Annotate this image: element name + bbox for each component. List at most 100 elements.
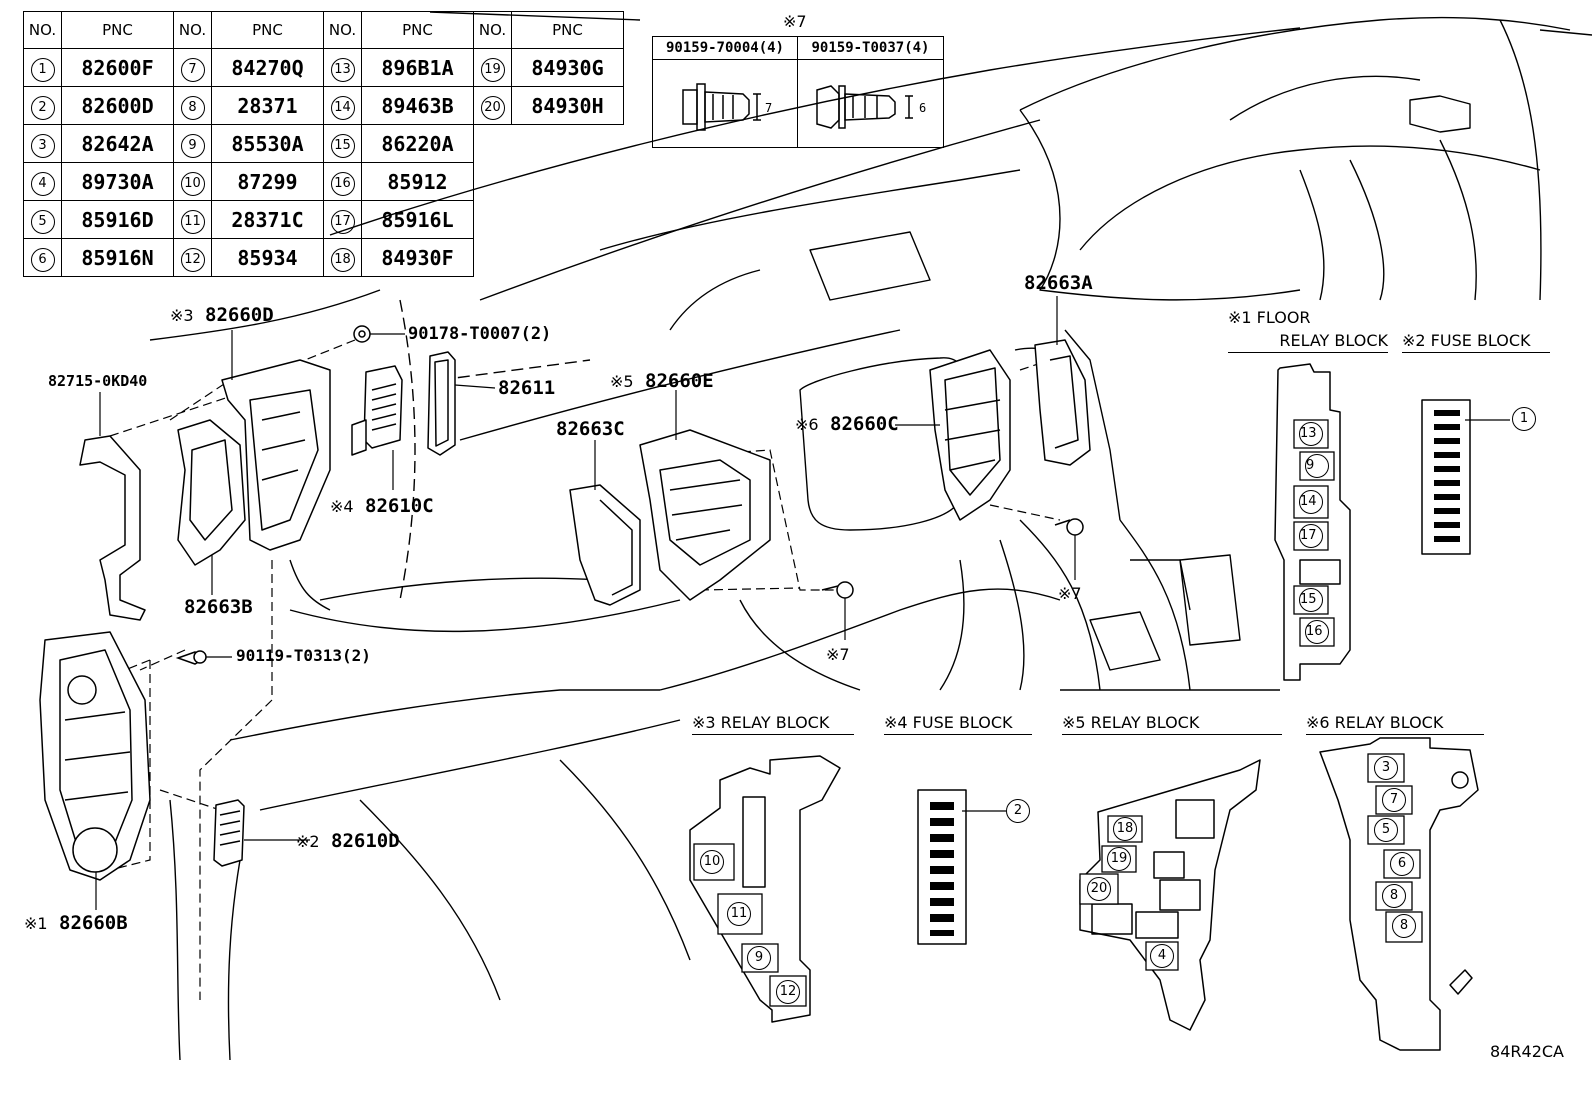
relay-slot [1153,851,1185,879]
relay5-slot-number: 18 [1113,817,1137,841]
dash-vent [1409,95,1471,133]
part-code: 85916D [61,200,174,239]
relay-block-ribs [261,411,306,481]
clip-icon [358,330,366,338]
dash-panel [809,231,931,301]
fuse-stripes [930,410,1460,936]
label-82660D: ※3 82660D [170,304,274,326]
dash-contour [1130,559,1191,611]
item-number: 2 [30,95,55,120]
floor-contour [659,588,1061,691]
relay5-slot-number: 20 [1087,877,1111,901]
label-part: 82610D [331,830,400,852]
fuse-block-2-outline [1421,399,1471,555]
floor-contour [359,799,501,1001]
label-mark7: ※7 [1058,584,1082,603]
relay3-slot-number: 11 [727,902,751,926]
label-90119: 90119-T0313(2) [236,646,371,665]
dim-label: 6 [919,101,926,115]
dash-contour [1019,519,1101,691]
fuse-block-4-callout: 2 [1006,799,1030,823]
relay6-slot-number: 8 [1382,884,1406,908]
hidden-line [399,299,416,601]
header-pnc: PNC [61,11,174,49]
part-code: 84930H [511,86,624,125]
relay-block-detail [944,367,1001,496]
label-mark: ※4 [330,497,354,516]
section-relay-block-3: ※3 RELAY BLOCK [692,713,854,735]
floor-slot-number: 15 [1299,588,1323,612]
part-code: 82600F [61,48,174,87]
dash-contour [1019,16,1571,111]
floor-contour [559,759,691,961]
part-code: 87299 [211,162,324,201]
label-82660B: ※1 82660B [24,912,128,934]
part-code: 896B1A [361,48,474,87]
mount-hole-icon [1449,969,1473,995]
label-part: 82610C [365,495,434,517]
floor-slot-number: 14 [1299,490,1323,514]
relay-block-3-outline [689,755,841,1023]
relay-block-ribs [944,399,1001,471]
part-code: 84930F [361,238,474,277]
bracket-detail [189,439,233,541]
floor-slot-number: 16 [1305,620,1329,644]
relay6-slot-number: 6 [1390,852,1414,876]
dash-contour [1299,169,1325,301]
label-82611: 82611 [498,377,556,399]
dash-contour [1499,19,1542,301]
part-code: 82642A [61,124,174,163]
item-number: 12 [180,247,205,272]
table-row: 3 82642A 9 85530A 15 86220A [23,124,624,163]
fuse-block-4-outline [917,789,967,945]
label-mark7: ※7 [826,645,850,664]
fuse-block-tab [351,419,367,456]
floor-slot-number: 9 [1305,454,1329,478]
fastener-table: 90159-70004(4) 90159-T0037(4) 7 6 [652,36,944,148]
floor-contour [999,539,1025,691]
dash-contour [429,11,641,21]
label-82660E: ※5 82660E [610,370,714,392]
item-number: 8 [180,95,205,120]
pnc-table: NO. PNC NO. PNC NO. PNC NO. PNC 1 82600F… [23,11,624,277]
dash-contour [1349,159,1385,301]
part-code: 89730A [61,162,174,201]
section-relay-block-6: ※6 RELAY BLOCK [1306,713,1484,735]
item-number: 16 [330,171,355,196]
label-mark: ※6 [795,415,819,434]
cover-detail [434,359,449,447]
label-82610D: ※2 82610D [296,830,400,852]
table-row: 5 85916D 11 28371C 17 85916L [23,200,624,239]
relay3-slot-number: 10 [700,850,724,874]
relay-block-5-outline [1079,759,1261,1031]
bolt-icon [821,585,839,591]
fastener-part-1: 90159-70004(4) [653,37,797,60]
label-part: 82660C [830,413,899,435]
section-relay-block-5: ※5 RELAY BLOCK [1062,713,1282,735]
floor-slot-number: 17 [1299,524,1323,548]
bracket-82715-icon [79,435,146,621]
item-number: 11 [180,209,205,234]
label-part: 82660B [59,912,128,934]
part-code: 82600D [61,86,174,125]
fastener-part-2: 90159-T0037(4) [798,37,943,60]
fuse-block-slots [219,810,241,846]
part-code: 85530A [211,124,324,163]
label-82663C: 82663C [556,418,625,440]
item-number: 10 [180,171,205,196]
dash-contour [479,119,1041,301]
table-row: 6 85916N 12 85934 18 84930F [23,238,624,277]
mount-hole-icon [1451,771,1469,789]
relay-slot [1299,559,1341,585]
floor-contour [169,799,181,1061]
part-code: 84930G [511,48,624,87]
dash-contour [149,289,381,341]
bracket-detail [599,499,633,596]
item-number: 15 [330,133,355,158]
dash-contour [1064,329,1121,521]
dim-label: 7 [765,101,772,115]
relay3-slot-number: 9 [747,946,771,970]
floor-slot-number: 13 [1299,422,1323,446]
dash-contour [329,27,1301,236]
floor-contour [319,577,601,601]
